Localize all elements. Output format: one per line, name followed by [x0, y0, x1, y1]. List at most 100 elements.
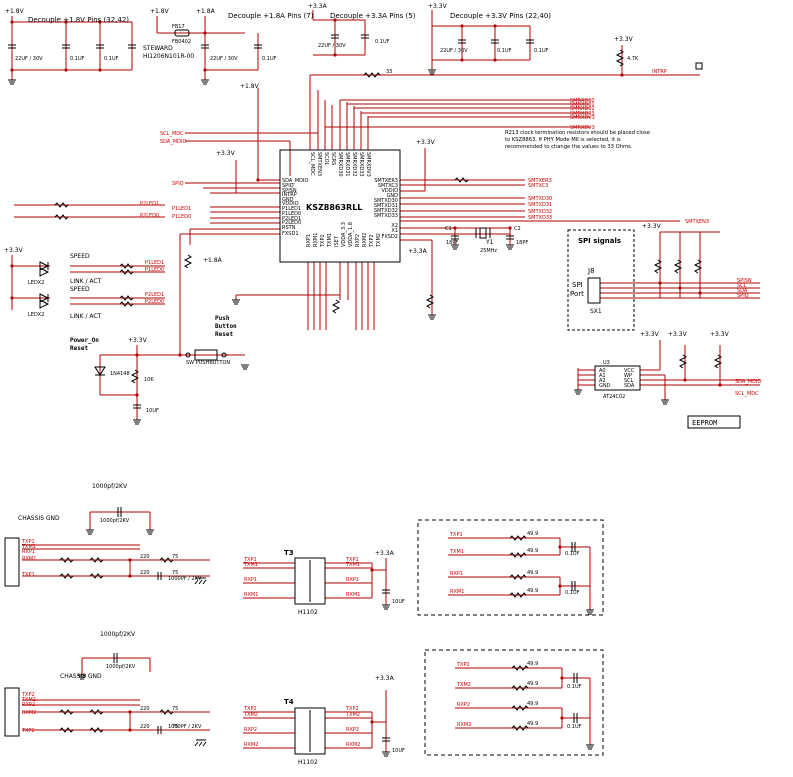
term-res-value-5: 49.9	[527, 681, 538, 687]
led-speed-label-1: SPEED	[70, 253, 90, 260]
t4-left-signal-2: RXP2	[244, 727, 257, 733]
smtx-signal-5: SMTXD33	[528, 215, 552, 221]
t4-left-signal-1: TXM2	[243, 712, 258, 718]
rail-label-3v3-spi: +3.3V	[642, 223, 662, 230]
crystal-freq: 25MHz	[480, 248, 497, 254]
ferrite-part: HI1206N101R-00	[143, 53, 194, 60]
signal-p1led1: P1LED1	[172, 206, 191, 212]
rj-left-signal-b-1: TXM2	[21, 697, 36, 703]
t3-right-signal-0: TXP1	[345, 557, 359, 563]
term-signal-a-1: TXM1	[449, 549, 464, 555]
smrx-signal-2: SMRXD32	[570, 106, 595, 112]
t3-right-signal-1: TXM1	[345, 562, 360, 568]
term-cap-value-0: 0.1UF	[565, 551, 580, 557]
res-value-4k7: 4.7K	[627, 56, 639, 62]
cap-value-01u-a: 0.1UF	[70, 56, 85, 62]
led-link-label-1: LINK / ACT	[70, 278, 102, 285]
chip-left-pin-11: FXSD1	[282, 231, 299, 237]
chassis-gnd-label-1: CHASSIS GND	[18, 515, 60, 522]
wires	[11, 10, 760, 752]
led-part-1: LEDX2	[28, 280, 44, 286]
chip-left-pin-3: INTRP	[282, 192, 297, 198]
eeprom-left-pin-1: A1	[599, 373, 606, 379]
chip-bottom-pin-10: TXM2	[376, 233, 382, 248]
term-res-value-1: 49.9	[527, 548, 538, 554]
cap-value-01u-d: 0.1UF	[375, 39, 390, 45]
chip-bottom-pin-1: RXM1	[313, 233, 319, 247]
transformer-t3-part: H1102	[298, 609, 318, 616]
rail-label-3v3-intrp: +3.3V	[614, 36, 634, 43]
term-res-value-0: 49.9	[527, 531, 538, 537]
signal-led-a: P1LED1	[145, 260, 164, 266]
smrx-signal-0: SMRXD30	[570, 98, 595, 104]
chip-right-pin-8: X2	[391, 223, 398, 229]
term-res-value-6: 49.9	[527, 701, 538, 707]
reset-res-value: 10K	[144, 377, 154, 383]
t4-right-signal-1: TXM2	[345, 712, 360, 718]
eeprom-part: AT24C02	[603, 394, 625, 400]
rail-label-3v3-eeprom-3: +3.3V	[710, 331, 730, 338]
term-res-value-7: 49.9	[527, 721, 538, 727]
eeprom-right-pin-3: SDA	[624, 383, 635, 389]
rj-left-signal-b-3: RXM2	[22, 710, 36, 716]
rj-left-signal-a-2: RXP1	[22, 549, 35, 555]
decouple-title-1v8: Decouple +1.8V Pins (32,42)	[28, 16, 129, 24]
rj-left-signal-a-4: TXP1	[21, 572, 35, 578]
chip-left-pin-4: GND	[282, 197, 294, 203]
magnetics-signals: TXP1TXM1RXP1RXM1TXP1TXM1RXP1RXM1TXP2TXM2…	[21, 532, 471, 748]
transformer-t4-ref: T4	[284, 698, 294, 706]
signal-led-d: P2LED0	[145, 299, 164, 305]
cap-value-22u-b: 22UF / 30V	[210, 56, 238, 62]
cap-value-01u-e: 0.1UF	[497, 48, 512, 54]
chip-bottom-pin-0: RXP1	[306, 234, 312, 247]
spi-pin-scl: SCL	[737, 283, 747, 289]
cap-value-01u-f: 0.1UF	[534, 48, 549, 54]
decouple-title-3v3a: Decouple +3.3A Pins (5)	[330, 12, 416, 20]
termination-values: 49.949.949.949.949.949.949.949.90.1UF0.1…	[140, 531, 582, 730]
chip-bottom-pin-7: RXP2	[355, 234, 361, 247]
signal-sda-mdio: SDA_MDIO	[160, 139, 186, 145]
chip-right-pin-10: FXSD2	[381, 234, 398, 240]
t3-left-signal-0: TXP1	[243, 557, 257, 563]
chip-left-pin-5: VDDIO	[282, 201, 299, 207]
chassis-cap-value-1: 1000PF / 2KV	[168, 576, 202, 582]
smrx-signal-dv: SMRXDV3	[570, 125, 595, 131]
components	[4, 29, 741, 757]
rail-label-3v3: +3.3V	[428, 3, 448, 10]
pushbutton-label-1: Push	[215, 315, 230, 322]
rail-label-3v3a-t4: +3.3A	[375, 675, 395, 682]
chassis-gnd-label-2: CHASSIS GND	[60, 673, 102, 680]
cap-value-22u-c: 22UF / 30V	[318, 43, 346, 49]
signal-p1led0: P1LED0	[172, 214, 191, 220]
chip-bottom-pin-8: RXM2	[362, 233, 368, 247]
crystal-cap-1: 18PF	[446, 240, 458, 246]
chip-left-pins: SDA_MDIOSPIQSPISNINTRPGNDVDDIOP1LED1P1LE…	[282, 178, 308, 237]
chip-top-pin-1: SMTXEN3	[316, 152, 322, 176]
signal-led-b: P1LED0	[145, 267, 164, 273]
crystal-cap-2: 18PF	[516, 240, 528, 246]
chip-top-pin-3: SCRS	[330, 152, 336, 165]
spi-conn-ref: J8	[587, 267, 595, 275]
reset-cap-value: 10UF	[146, 408, 159, 414]
phy-chip	[279, 149, 401, 263]
rj-left-signal-b-4: TXP2	[21, 728, 35, 734]
clock-note-text: R213 clock termination resistors should …	[505, 130, 650, 150]
crystal-c2-ref: C2	[514, 226, 521, 232]
spi-title: SPI signals	[578, 237, 621, 245]
rail-label-3v3-leds: +3.3V	[4, 247, 24, 254]
junctions	[10, 18, 722, 732]
pushbutton-label-2: Button	[215, 323, 237, 330]
chassis-cap-label-1: 1000pf/2KV	[92, 483, 128, 490]
chip-right-pin-6: SMTXD32	[374, 208, 398, 214]
chip-left-pin-7: P1LED0	[282, 211, 301, 217]
chip-right-pin-9: X1	[391, 228, 398, 234]
spi-conn-label: SX1	[590, 308, 602, 315]
chassis-cap-value-2: 1000PF / 2KV	[168, 724, 202, 730]
spi-pin-spisn: SPISN	[737, 278, 752, 284]
chip-left-pin-10: RSTN	[282, 225, 296, 231]
t3-right-signal-2: RXP1	[346, 577, 359, 583]
rail-label-3v3-reset: +3.3V	[128, 337, 148, 344]
